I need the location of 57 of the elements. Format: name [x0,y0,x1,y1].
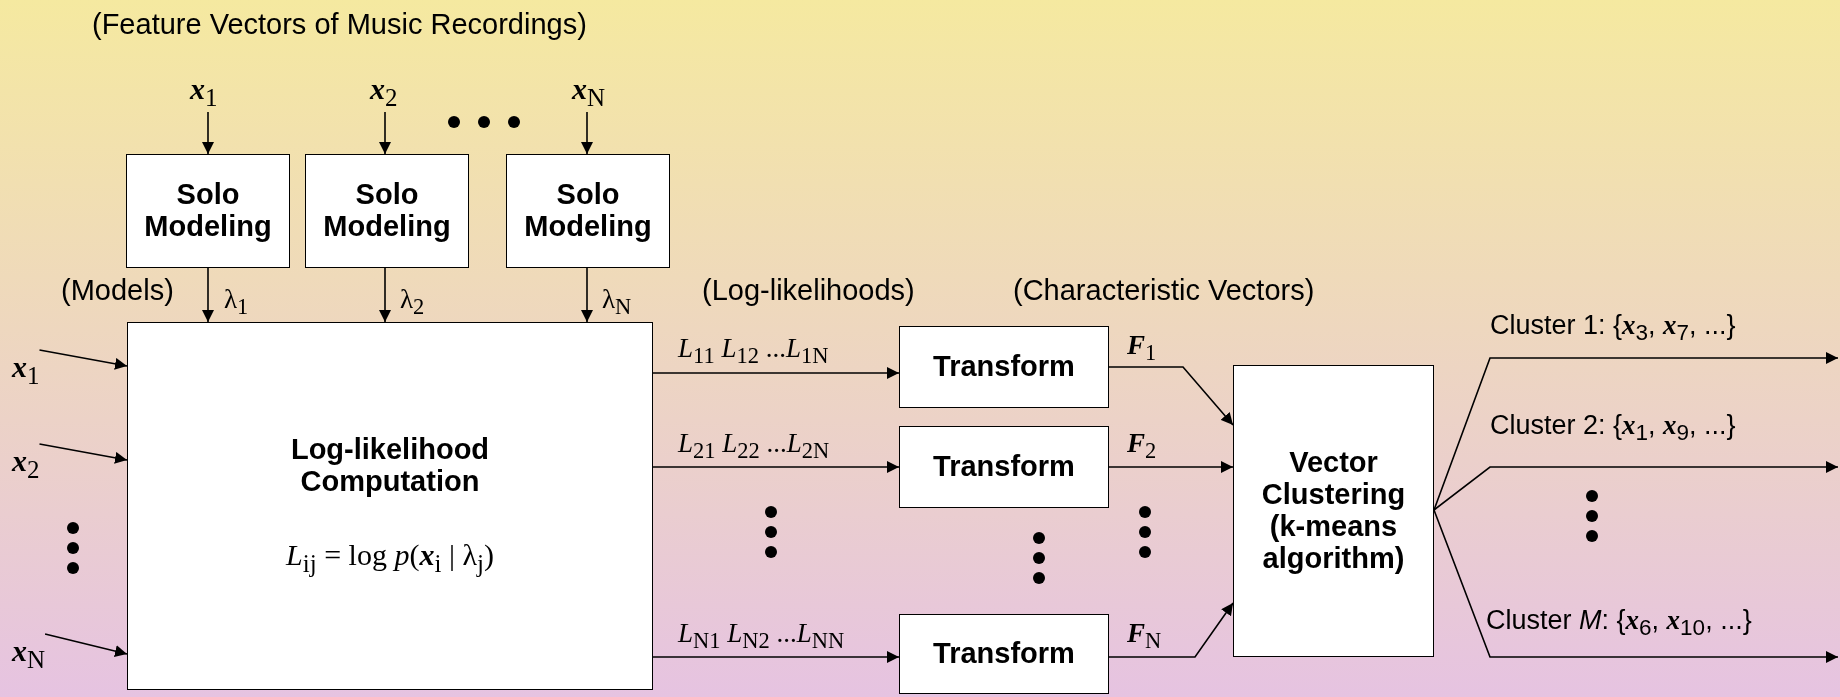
process-box [899,614,1109,694]
computation-box [127,322,653,690]
box-title: Solo Modeling [322,179,452,243]
variable-label: x$_{N}$ [12,634,46,674]
annotation-label: (Feature Vectors of Music Recordings) [92,8,587,41]
arrow [1108,602,1234,658]
arrow [1108,461,1234,473]
edge-label: λ$_{1}$ [224,284,249,321]
arrow [379,111,391,155]
arrow [202,267,214,323]
edge-label: F$_{1}$ [1127,330,1157,367]
formula: L$_{ij}$ = log p(x$_{i}$ | λ$_{j}$) [286,537,494,578]
box-title: Transform [933,351,1075,383]
arrow [652,461,900,473]
variable-label: x$_{N}$ [572,72,606,112]
edge-label: L$_{21}$ L$_{22}$ ...L$_{2N}$ [678,428,830,465]
edge-label: L$_{11}$ L$_{12}$ ...L$_{1N}$ [678,333,829,370]
box-title: Solo Modeling [523,179,653,243]
arrow [652,651,900,663]
box-title: Vector Clustering (k-means algorithm) [1260,447,1407,575]
edge-label: F$_{2}$ [1127,428,1157,465]
annotation-label: (Models) [61,274,174,307]
arrow [1433,509,1839,663]
variable-label: x$_{2}$ [370,72,398,112]
arrow [581,111,593,155]
edge-label: Cluster M: {x$_{6}$, x$_{10}$, ...} [1486,605,1752,642]
arrow [38,349,128,370]
process-box [506,154,670,268]
box-title: Log-likelihood Computation [289,434,491,498]
arrow [1433,461,1839,511]
arrow [1433,352,1839,511]
variable-label: x$_{1}$ [190,72,218,112]
box-title: Solo Modeling [143,179,273,243]
variable-label: x$_{2}$ [12,444,40,484]
process-box [126,154,290,268]
variable-label: x$_{1}$ [12,350,40,390]
arrow [379,267,391,323]
edge-label: λ$_{2}$ [400,284,425,321]
edge-label: L$_{N1}$ L$_{N2}$ ...L$_{NN}$ [678,618,845,655]
annotation-label: (Log-likelihoods) [702,274,915,307]
arrow [652,367,900,379]
box-title: Transform [933,638,1075,670]
arrow [44,633,128,657]
process-box [305,154,469,268]
box-title: Transform [933,451,1075,483]
arrow [38,443,128,464]
edge-label: λ$_{N}$ [602,284,632,321]
edge-label: Cluster 2: {x$_{1}$, x$_{9}$, ...} [1490,410,1736,447]
process-box [899,326,1109,408]
arrow [1108,366,1234,426]
annotation-label: (Characteristic Vectors) [1013,274,1315,307]
arrow [581,267,593,323]
process-box [899,426,1109,508]
process-box [1233,365,1434,657]
edge-label: F$_{N}$ [1127,618,1162,655]
arrow [202,111,214,155]
edge-label: Cluster 1: {x$_{3}$, x$_{7}$, ...} [1490,310,1736,347]
